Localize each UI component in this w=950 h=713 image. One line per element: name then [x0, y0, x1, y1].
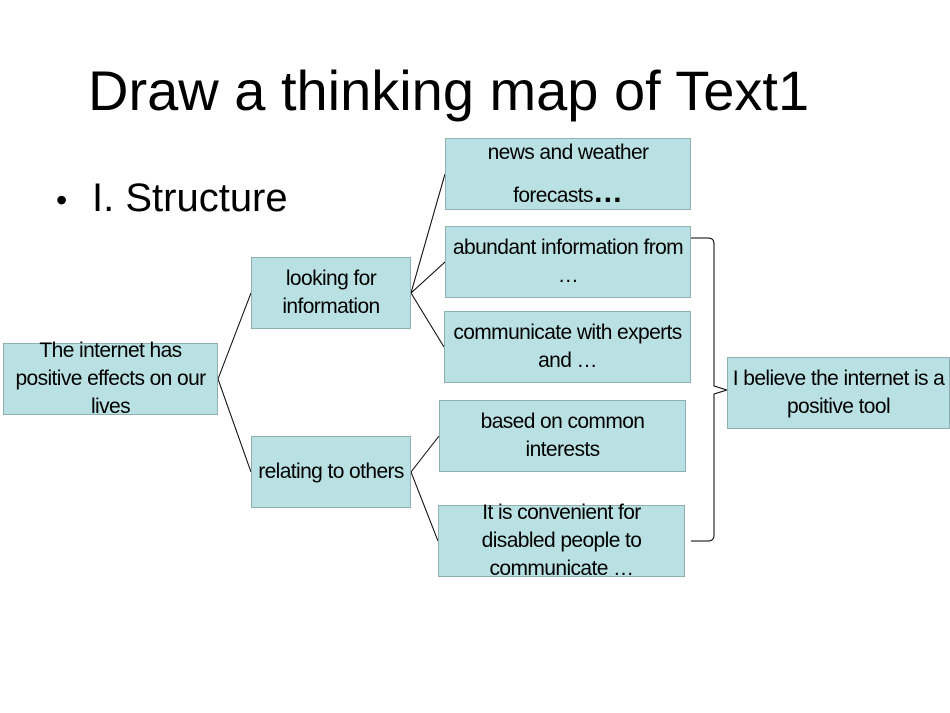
node-root: The internet has positive effects on our…: [3, 339, 218, 418]
node-communicate-with-experts: communicate with experts and …: [444, 311, 691, 383]
connector-root-to-looking: [217, 292, 252, 380]
node-conclusion-label: I believe the internet is a positive too…: [732, 367, 945, 418]
node-news-ellipsis: …: [592, 175, 623, 209]
node-looking-label: looking for information: [282, 267, 380, 318]
node-convenient-label: It is convenient for disabled people to …: [481, 501, 642, 580]
node-news-and-weather: news and weather forecasts…: [445, 138, 691, 210]
node-communicate-label: communicate with experts and …: [453, 321, 682, 372]
node-abundant-label: abundant information from …: [452, 236, 684, 287]
bullet-item: • I. Structure: [56, 172, 288, 226]
slide-title: Draw a thinking map of Text1: [88, 59, 810, 122]
node-relating-to-others: relating to others: [251, 436, 411, 508]
node-abundant-information: abundant information from …: [445, 226, 691, 298]
connector-relating-to-based: [410, 435, 440, 473]
node-conclusion: I believe the internet is a positive too…: [727, 357, 950, 429]
connector-relating-to-convenient: [410, 471, 439, 542]
connector-looking-to-abundant: [410, 261, 446, 294]
brace-connector: [691, 237, 729, 542]
node-based-label: based on common interests: [480, 410, 645, 461]
connector-looking-to-news: [410, 173, 446, 294]
connector-looking-to-communicate: [410, 292, 445, 348]
node-looking-for-information: looking for information: [251, 257, 411, 329]
node-root-label: The internet has positive effects on our…: [15, 339, 206, 418]
bullet-icon: •: [56, 182, 68, 218]
connector-root-to-relating: [217, 378, 252, 473]
node-relating-label: relating to others: [258, 460, 404, 483]
node-based-on-common-interests: based on common interests: [439, 400, 686, 472]
bullet-text: I. Structure: [92, 176, 288, 220]
node-news-text: news and weather forecasts: [487, 140, 649, 207]
node-news-label: news and weather forecasts…: [450, 133, 686, 216]
node-convenient-for-disabled: It is convenient for disabled people to …: [438, 501, 685, 580]
